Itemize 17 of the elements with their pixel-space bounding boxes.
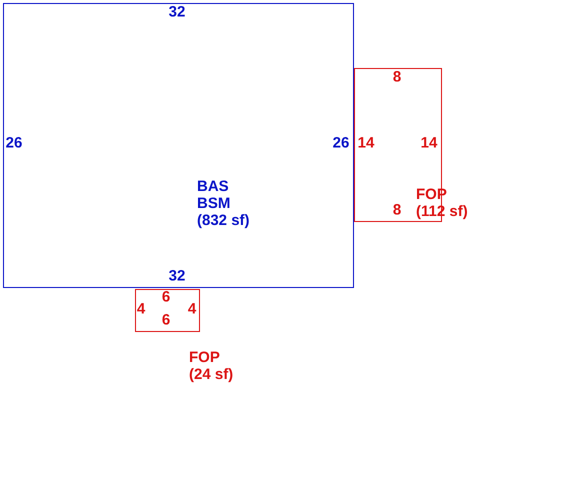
room-label: FOP [189,349,220,366]
dimension-label: 32 [168,268,186,284]
dimension-label: 26 [332,134,350,152]
room-label: (24 sf) [189,366,234,383]
room-label: BSM [197,195,230,212]
dimension-label: 8 [392,202,402,218]
room-label: (832 sf) [197,212,250,229]
dimension-label: 14 [420,134,438,152]
dimension-label: 4 [136,300,146,318]
dimension-label: 8 [392,68,402,86]
room-label: BAS [197,178,229,195]
dimension-label: 32 [168,4,186,20]
dimension-label: 6 [162,312,170,328]
dimension-label: 4 [188,300,196,318]
dimension-label: 14 [358,134,374,152]
dimension-label: 6 [162,288,170,306]
dimension-label: 26 [6,134,22,152]
